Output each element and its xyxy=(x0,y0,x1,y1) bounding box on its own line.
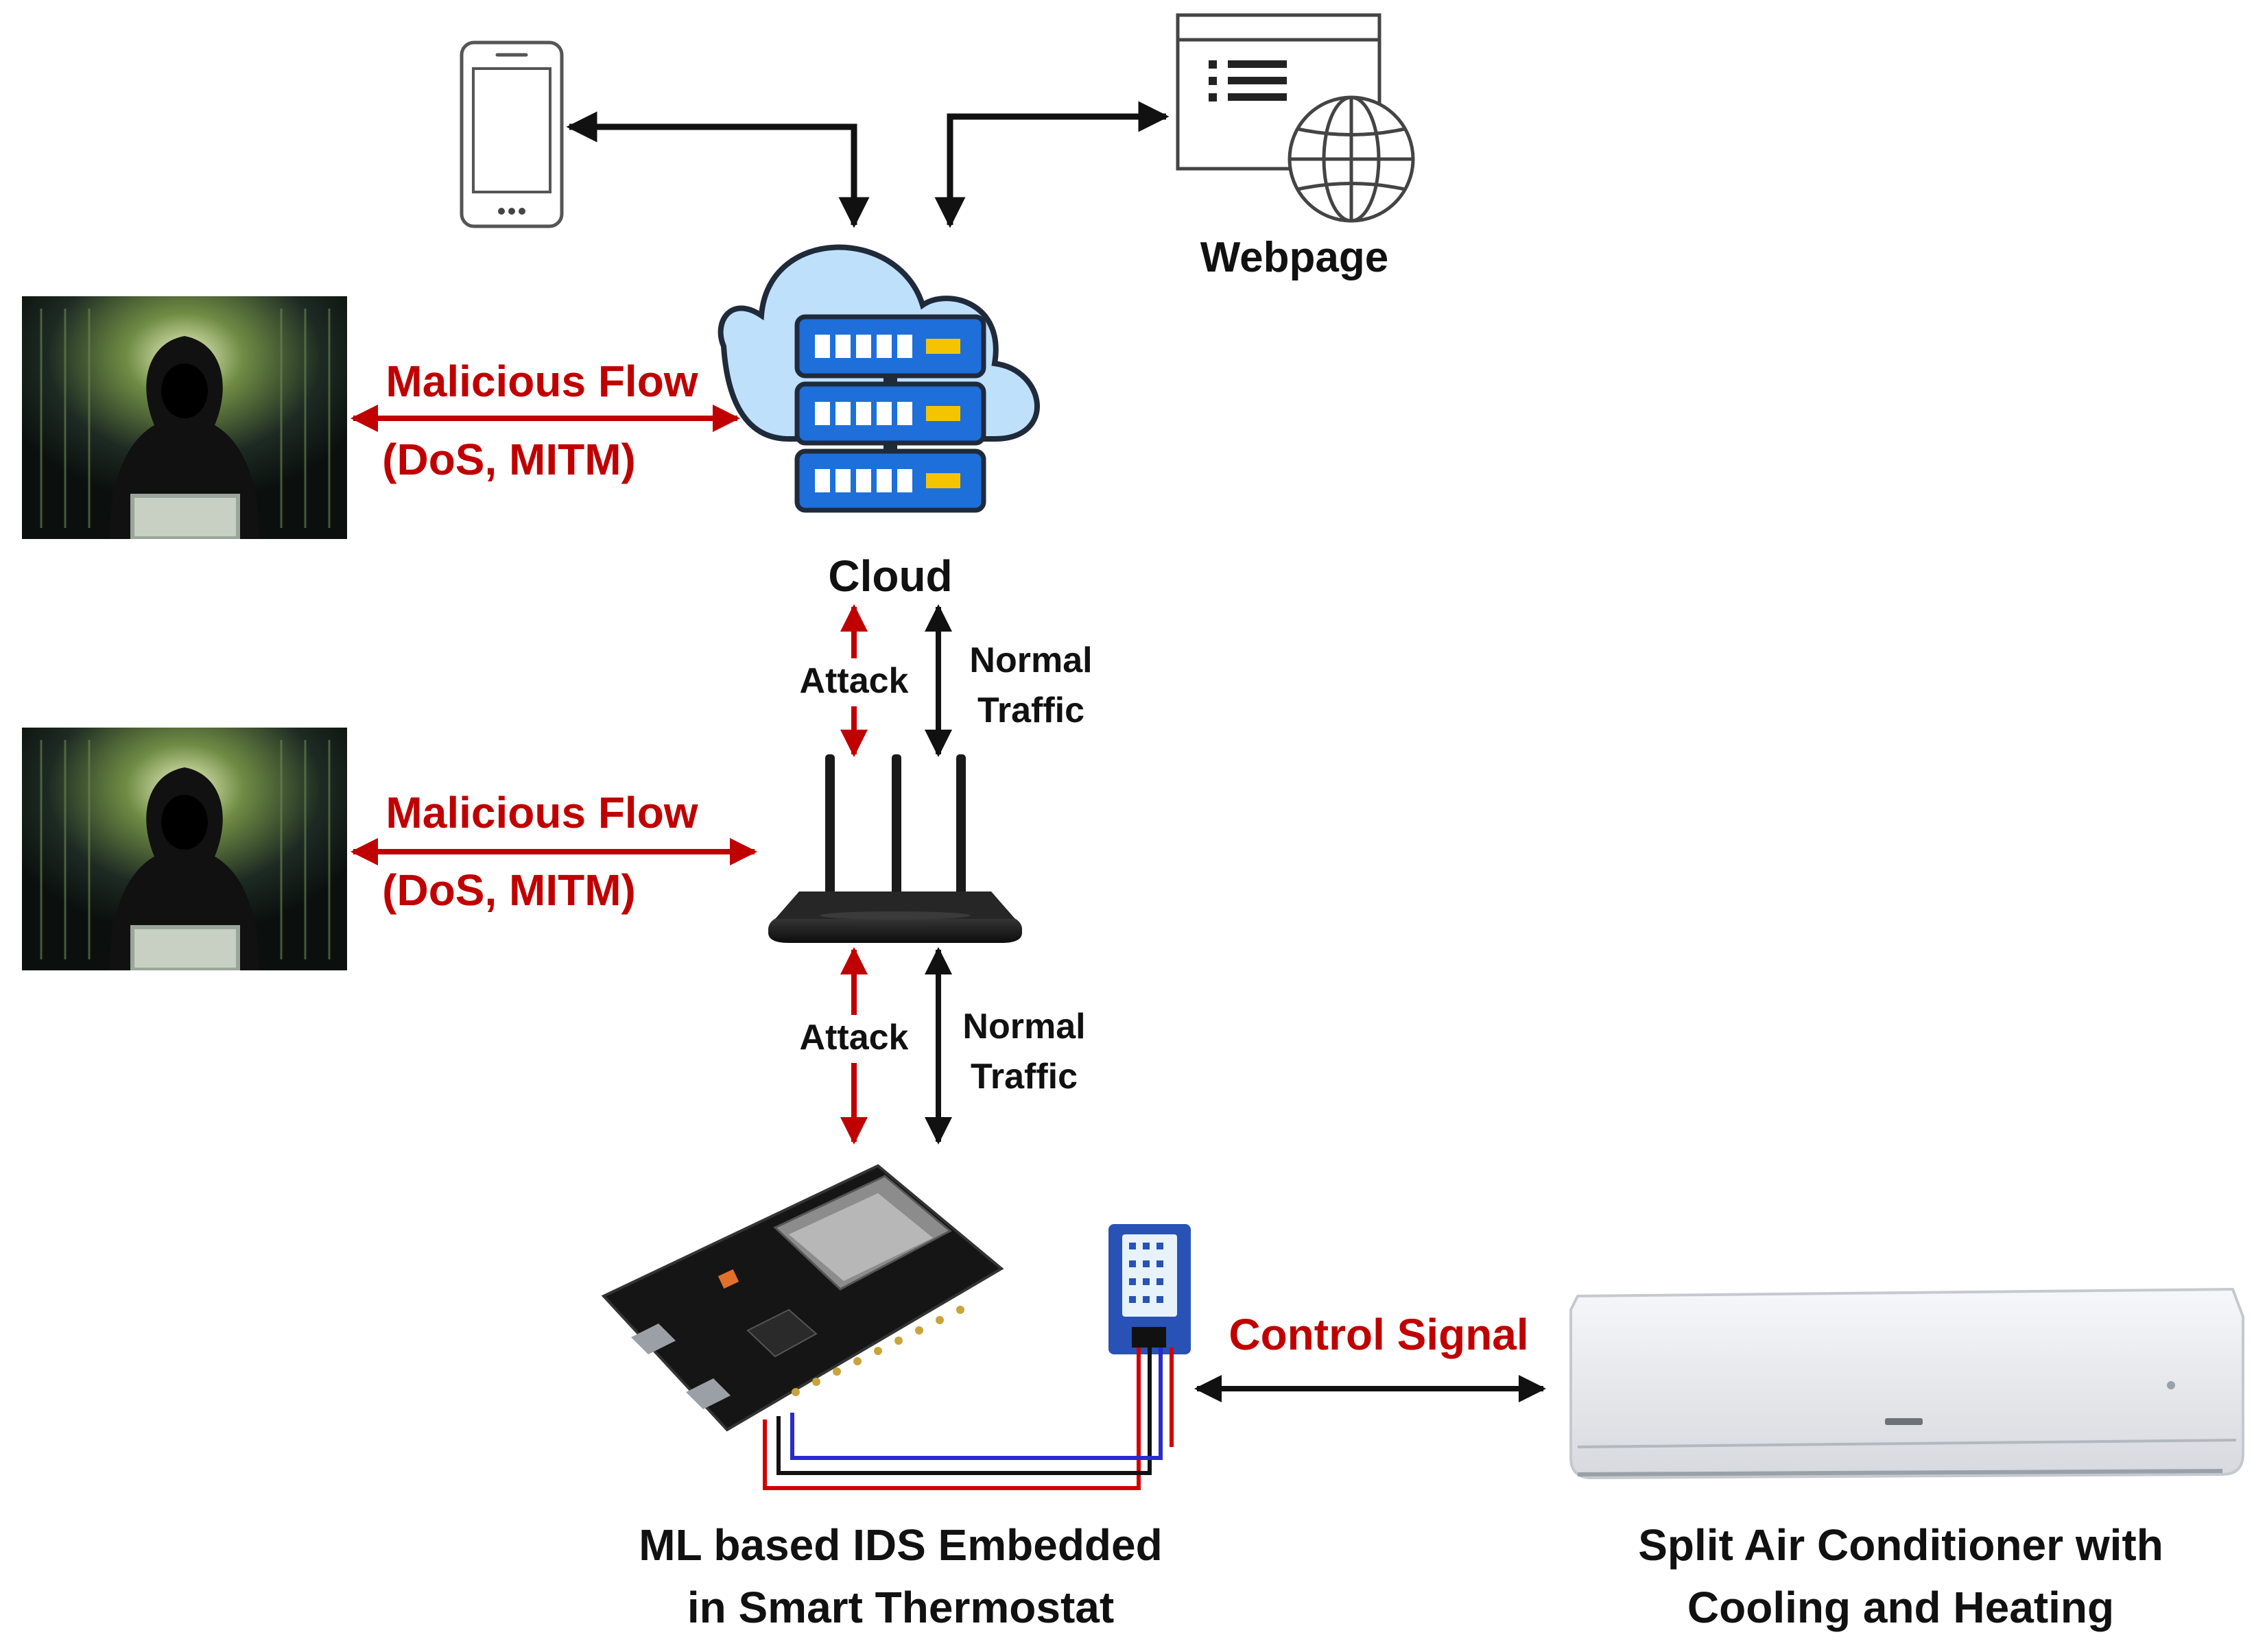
normal-traffic-label: Traffic xyxy=(977,691,1084,730)
hacker-image xyxy=(22,296,347,539)
sensor-wires xyxy=(763,1348,1174,1490)
malicious-flow-detail: (DoS, MITM) xyxy=(382,435,636,484)
webpage-cloud-arrow xyxy=(934,101,1170,228)
cloud-server-icon xyxy=(717,244,1040,513)
air-conditioner-image xyxy=(1569,1287,2244,1480)
malicious-flow-label: Malicious Flow xyxy=(385,788,698,837)
dht-sensor-image xyxy=(1108,1224,1191,1354)
normal-traffic-label: Normal xyxy=(962,1007,1085,1046)
ac-label: Cooling and Heating xyxy=(1687,1583,2114,1632)
thermostat-label: ML based IDS Embedded xyxy=(639,1520,1162,1570)
globe-icon xyxy=(1288,95,1415,223)
smartphone-icon xyxy=(460,40,564,228)
phone-cloud-arrow xyxy=(566,111,870,228)
server-unit-top xyxy=(794,314,986,379)
webpage-label: Webpage xyxy=(1200,234,1388,281)
ac-label: Split Air Conditioner with xyxy=(1638,1520,2163,1570)
malicious-flow-label: Malicious Flow xyxy=(385,357,698,406)
cloud-label: Cloud xyxy=(828,551,952,601)
thermostat-label: in Smart Thermostat xyxy=(687,1583,1114,1632)
attack-label: Attack xyxy=(800,1018,909,1057)
normal-traffic-label: Traffic xyxy=(971,1057,1078,1097)
router-icon xyxy=(768,754,1022,943)
hacker-image xyxy=(22,728,347,970)
webpage-icon xyxy=(1176,13,1381,171)
server-unit-middle xyxy=(794,381,986,446)
malicious-flow-detail: (DoS, MITM) xyxy=(382,865,636,915)
esp32-board-image xyxy=(601,1164,1004,1432)
server-unit-bottom xyxy=(794,448,986,513)
control-signal-label: Control Signal xyxy=(1229,1310,1528,1359)
attack-label: Attack xyxy=(800,661,909,701)
normal-traffic-label: Normal xyxy=(969,641,1092,680)
